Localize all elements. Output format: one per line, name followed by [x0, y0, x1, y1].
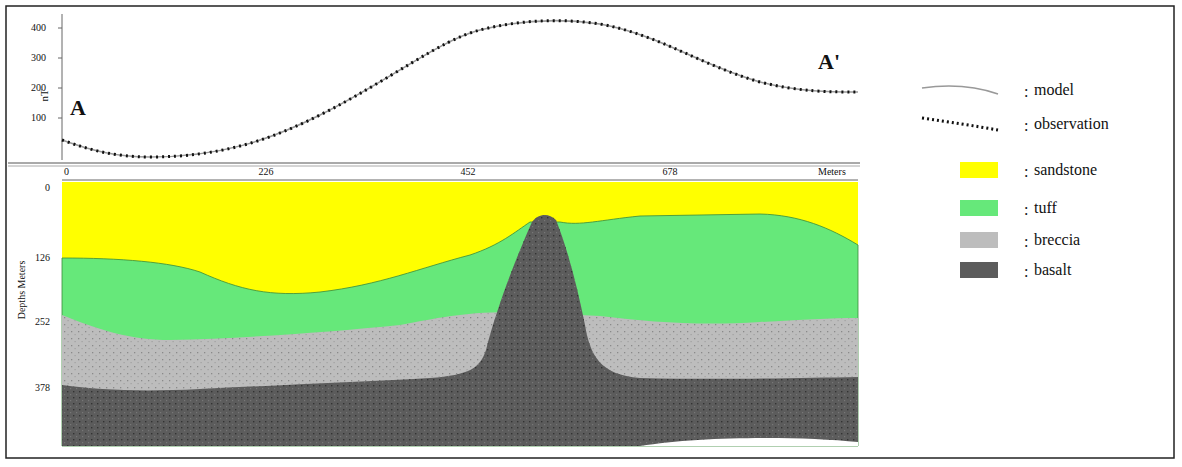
cross-section	[62, 182, 858, 446]
separator	[8, 166, 860, 167]
legend-text: model	[1034, 82, 1074, 98]
tick-label: 300	[31, 53, 46, 63]
legend-text: observation	[1034, 116, 1109, 132]
tick-label: 0	[45, 183, 50, 193]
outer-frame	[6, 6, 1174, 458]
observation-curve	[62, 21, 858, 157]
legend-colon: :	[1024, 118, 1028, 134]
nt-ticks	[58, 28, 62, 118]
distance-axis	[62, 180, 858, 181]
tick-label: 0	[64, 167, 69, 177]
tick-label: 200	[31, 83, 46, 93]
legend-swatch	[960, 262, 998, 278]
legend-colon: :	[1024, 164, 1028, 180]
profile-end: A	[70, 97, 86, 119]
profile-end: A'	[818, 51, 840, 73]
tick-label: 378	[35, 383, 50, 393]
model-sample	[922, 86, 998, 94]
tick-label: 678	[663, 167, 678, 177]
legend-swatch	[960, 162, 998, 178]
model-curve	[62, 21, 858, 157]
axis-unit: Meters	[818, 167, 846, 177]
tick-label: 226	[259, 167, 274, 177]
legend-text: sandstone	[1034, 162, 1097, 178]
tick-label: 126	[35, 253, 50, 263]
legend-colon: :	[1024, 264, 1028, 280]
axis-title: Depths Meters	[17, 261, 27, 320]
tick-label: 100	[31, 113, 46, 123]
legend-text: breccia	[1034, 232, 1080, 248]
legend-colon: :	[1024, 234, 1028, 250]
legend-swatch	[960, 232, 998, 248]
legend-colon: :	[1024, 84, 1028, 100]
legend-swatch	[960, 200, 998, 216]
tick-label: 452	[461, 167, 476, 177]
tick-label: 252	[35, 317, 50, 327]
nt-axis	[62, 14, 63, 160]
legend-text: basalt	[1034, 262, 1071, 278]
legend-colon: :	[1024, 202, 1028, 218]
separator	[8, 163, 860, 164]
legend-text: tuff	[1034, 200, 1057, 216]
observation-sample	[922, 118, 998, 130]
tick-label: 400	[31, 23, 46, 33]
